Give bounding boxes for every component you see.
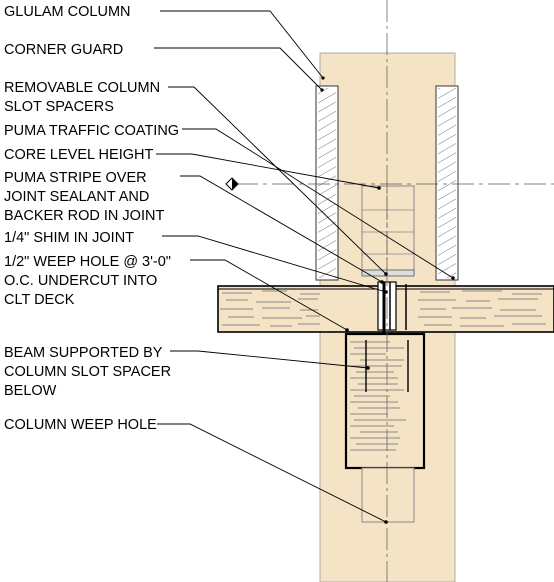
column-slot-upper [361,185,415,277]
corner-guard-right [435,85,459,281]
label-traffic-coating: PUMA TRAFFIC COATING [4,123,179,139]
label-core-level-height: CORE LEVEL HEIGHT [4,147,153,163]
label-stripe-line1: PUMA STRIPE OVER [4,170,147,186]
label-beam-line1: BEAM SUPPORTED BY [4,345,163,361]
label-weep-line3: CLT DECK [4,292,75,308]
leader-lines [154,10,454,523]
label-weep-line2: O.C. UNDERCUT INTO [4,273,157,289]
label-shim: 1/4" SHIM IN JOINT [4,230,134,246]
label-stripe-line2: JOINT SEALANT AND [4,189,149,205]
label-beam-line2: COLUMN SLOT SPACER [4,364,171,380]
label-beam-line3: BELOW [4,383,57,399]
label-column-weep-hole: COLUMN WEEP HOLE [4,417,157,433]
label-weep-line1: 1/2" WEEP HOLE @ 3'-0" [4,254,171,270]
beam [344,332,426,470]
label-stripe-line3: BACKER ROD IN JOINT [4,208,164,224]
label-glulam-column: GLULAM COLUMN [4,4,131,20]
level-datum-symbol [225,177,239,191]
label-removable-spacers-line2: SLOT SPACERS [4,99,114,115]
label-removable-spacers-line1: REMOVABLE COLUMN [4,80,160,96]
corner-guard-left [315,85,339,281]
column-slot-lower [361,467,415,523]
label-corner-guard: CORNER GUARD [4,42,123,58]
leader-dots [320,76,455,524]
